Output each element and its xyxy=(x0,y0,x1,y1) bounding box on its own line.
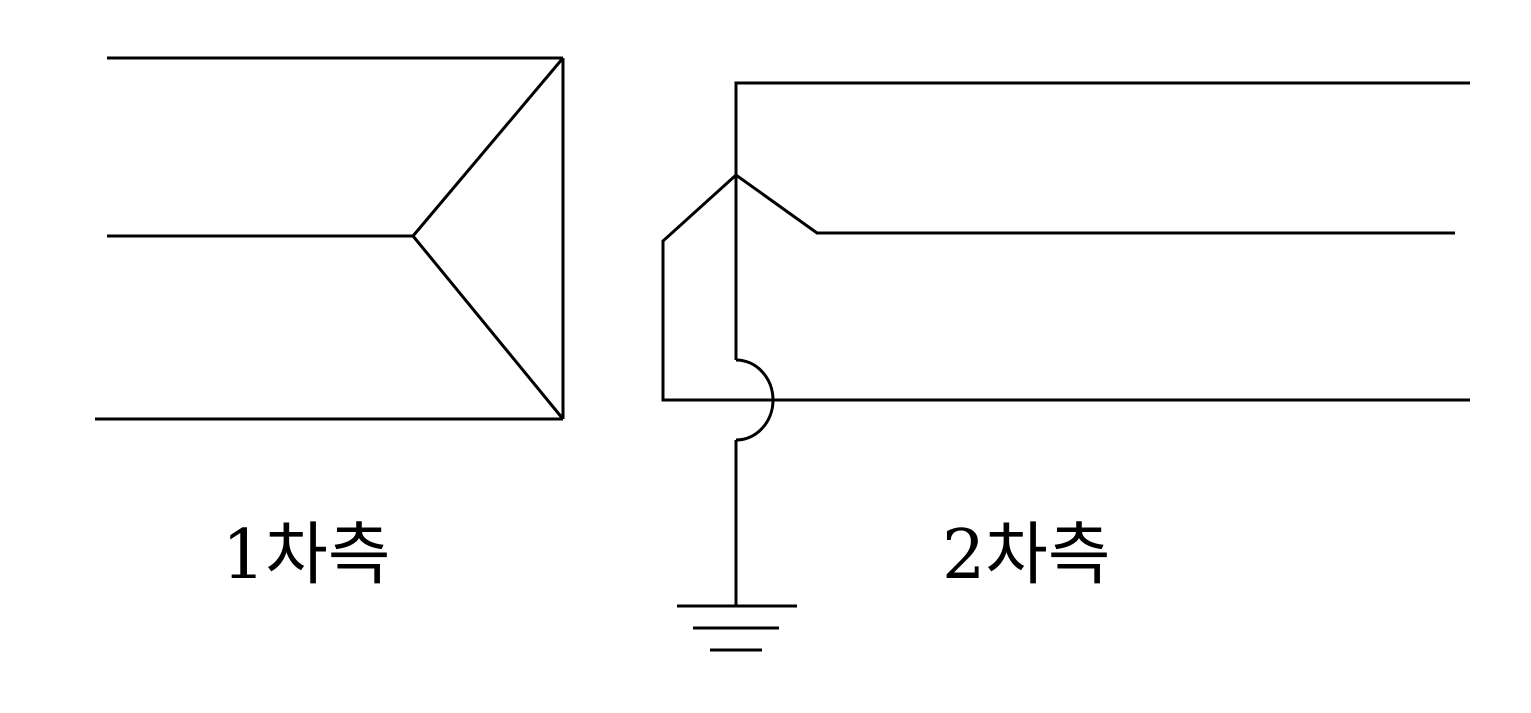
primary-side-label: 1차측 xyxy=(222,516,390,595)
secondary-side-label: 2차측 xyxy=(942,516,1110,595)
secondary-line-top xyxy=(734,81,1470,360)
secondary-wye-winding xyxy=(661,81,1470,606)
primary-delta-winding xyxy=(95,56,565,421)
secondary-lines-middle-bottom xyxy=(661,173,1470,402)
delta-side-lower xyxy=(411,235,565,420)
delta-side-upper xyxy=(411,57,565,237)
ground-icon xyxy=(677,604,797,652)
